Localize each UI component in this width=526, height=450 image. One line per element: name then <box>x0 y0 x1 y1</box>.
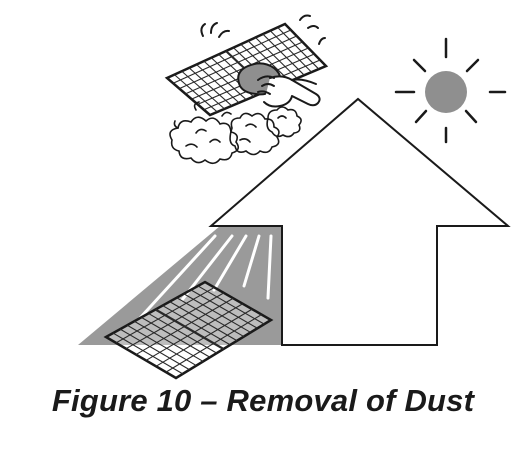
solar-panel-in-shade <box>103 280 274 380</box>
sun-icon <box>394 37 507 144</box>
figure-caption: Figure 10 – Removal of Dust <box>51 383 475 418</box>
dust-cloud-icon <box>169 101 302 165</box>
hand-with-cloth-icon <box>200 14 326 108</box>
dust-removal-illustration <box>78 14 511 380</box>
house-outline <box>208 97 511 346</box>
